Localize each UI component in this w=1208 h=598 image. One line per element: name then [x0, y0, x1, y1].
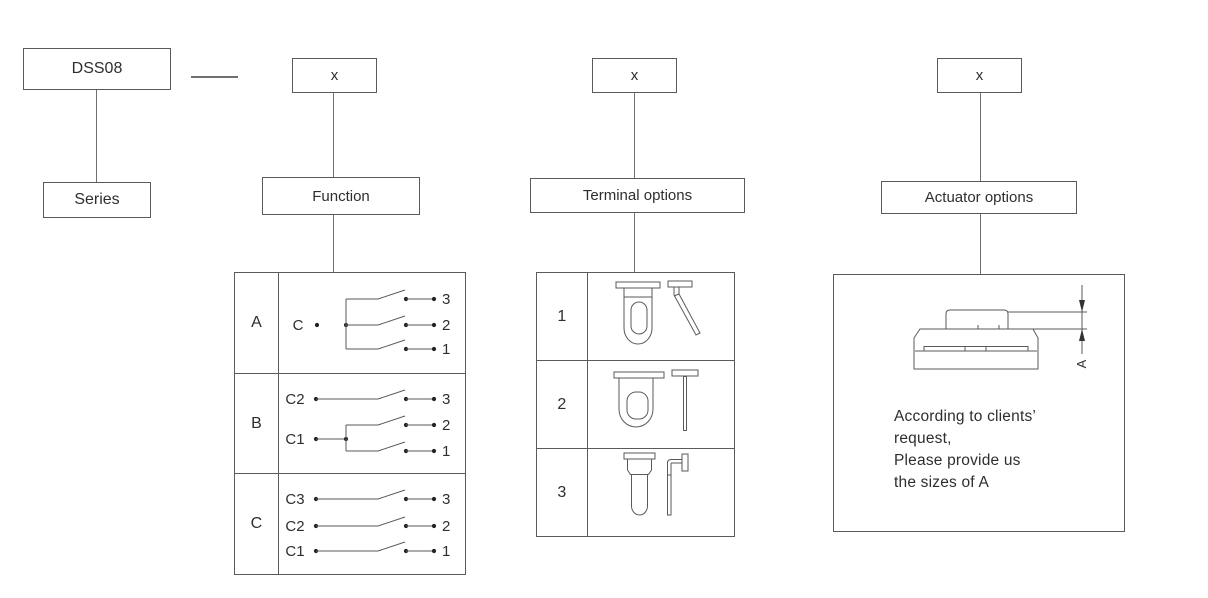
branch-1: 1	[345, 339, 450, 358]
actuator-dimension-drawing-icon: A	[913, 285, 1089, 370]
function-label-box: Function	[262, 177, 420, 215]
svg-text:C2: C2	[285, 391, 304, 408]
terminal-row-1-diagram	[588, 273, 734, 360]
terminal-row-2: 2	[537, 361, 734, 449]
svg-text:1: 1	[442, 443, 450, 460]
branch-3: 3	[345, 289, 450, 308]
svg-text:2: 2	[442, 317, 450, 334]
actuator-x-box: x	[937, 58, 1022, 93]
terminal-x-box: x	[592, 58, 677, 93]
circuit-dual-pole-icon: C2 3 C1 2	[285, 389, 450, 460]
switch-side-profile	[913, 309, 1039, 370]
circuit-sp3t-icon: C 3 2	[292, 289, 450, 358]
function-row-b: B C2 3 C1	[235, 373, 465, 475]
terminal-label: Terminal options	[582, 187, 693, 204]
actuator-label: Actuator options	[924, 189, 1034, 206]
common-pole: C	[292, 299, 348, 349]
actuator-x-label: x	[975, 67, 984, 84]
function-row-a: A C 3	[235, 273, 465, 374]
series-label: Series	[74, 191, 120, 208]
solder-pin-and-right-angle-terminal-icon	[623, 452, 689, 516]
slotted-lug-and-bent-terminal-icon	[615, 280, 701, 345]
svg-text:2: 2	[442, 518, 450, 535]
series-connector-line	[96, 90, 97, 182]
terminal-row-3: 3	[537, 449, 734, 536]
dimension-a-label: A	[1074, 359, 1089, 368]
round-hole-lug-and-straight-terminal-icon	[613, 369, 699, 431]
actuator-options-panel: A According to clients’ request, Please …	[833, 274, 1125, 532]
terminal-row-2-key: 2	[537, 361, 588, 448]
function-row-b-diagram: C2 3 C1 2	[279, 374, 465, 474]
actuator-note: According to clients’ request, Please pr…	[894, 406, 1036, 494]
function-row-c-diagram: C3 3 C2 2 C1 1	[279, 474, 465, 574]
pole-c1: C1	[285, 424, 348, 451]
function-connector-top	[333, 93, 334, 177]
actuator-note-line-1: According to clients’	[894, 408, 1037, 425]
svg-text:C2: C2	[285, 518, 304, 535]
svg-text:C3: C3	[285, 491, 304, 508]
terminal-row-2-diagram	[588, 361, 734, 448]
actuator-connector-top	[980, 93, 981, 181]
actuator-connector-bottom	[980, 214, 981, 274]
series-code-box: DSS08	[23, 48, 171, 90]
function-row-b-key: B	[235, 373, 279, 474]
svg-text:1: 1	[442, 341, 450, 358]
pole-c2-branch-3: C2 3	[285, 389, 450, 408]
svg-text:C1: C1	[285, 543, 304, 560]
terminal-connector-top	[634, 93, 635, 178]
pole-c3-branch-3: C3 3	[285, 489, 450, 508]
function-x-label: x	[330, 67, 339, 84]
function-label: Function	[312, 187, 370, 205]
function-row-a-key: A	[235, 273, 279, 373]
actuator-note-line-2: request,	[894, 430, 952, 447]
function-row-c: C C3 3 C2 2 C1	[235, 474, 465, 575]
terminal-x-label: x	[630, 67, 639, 84]
pole-c2-branch-2: C2 2	[285, 516, 450, 535]
svg-text:3: 3	[442, 491, 450, 508]
terminal-label-box: Terminal options	[530, 178, 745, 213]
svg-text:1: 1	[442, 543, 450, 560]
terminal-connector-bottom	[634, 213, 635, 272]
branch-2: 2	[345, 415, 450, 434]
terminal-row-1: 1	[537, 273, 734, 361]
svg-text:C: C	[292, 317, 303, 334]
series-code-label: DSS08	[71, 60, 123, 77]
terminal-row-3-key: 3	[537, 449, 588, 536]
terminal-options-table: 1 2	[536, 272, 735, 537]
branch-1: 1	[345, 441, 450, 460]
function-row-c-key: C	[235, 474, 279, 575]
actuator-note-line-4: the sizes of A	[894, 474, 989, 491]
actuator-note-line-3: Please provide us	[894, 452, 1021, 469]
function-connector-bottom	[333, 215, 334, 272]
terminal-row-1-key: 1	[537, 273, 588, 360]
svg-text:3: 3	[442, 291, 450, 308]
function-x-box: x	[292, 58, 377, 93]
terminal-row-3-diagram	[588, 449, 734, 536]
svg-text:3: 3	[442, 391, 450, 408]
dimension-a: A	[1008, 285, 1089, 368]
svg-text:C1: C1	[285, 431, 304, 448]
svg-text:2: 2	[442, 417, 450, 434]
function-options-table: A C 3	[234, 272, 466, 575]
dash-connector	[191, 76, 238, 78]
actuator-label-box: Actuator options	[881, 181, 1077, 214]
pole-c1-branch-1: C1 1	[285, 541, 450, 560]
circuit-triple-pole-icon: C3 3 C2 2 C1 1	[285, 489, 450, 560]
branch-2: 2	[345, 315, 450, 334]
series-label-box: Series	[43, 182, 151, 218]
function-row-a-diagram: C 3 2	[279, 273, 465, 373]
